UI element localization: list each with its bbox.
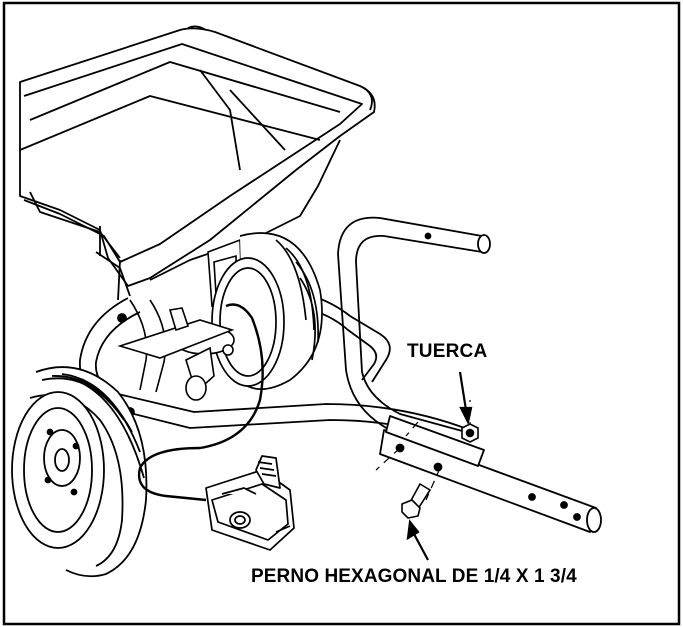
nut-label: TUERCA [407,341,488,362]
control-lever [205,455,295,551]
label-arrows [406,371,473,561]
bolt-label: PERNO HEXAGONAL DE 1/4 X 1 3/4 [251,566,577,587]
hex-bolt [401,482,432,519]
handle-tube [337,216,491,449]
hex-nut [461,423,479,443]
gearbox-impeller [117,307,235,401]
control-cable [137,303,264,502]
hopper [19,25,376,301]
front-wheel-left [11,366,148,578]
